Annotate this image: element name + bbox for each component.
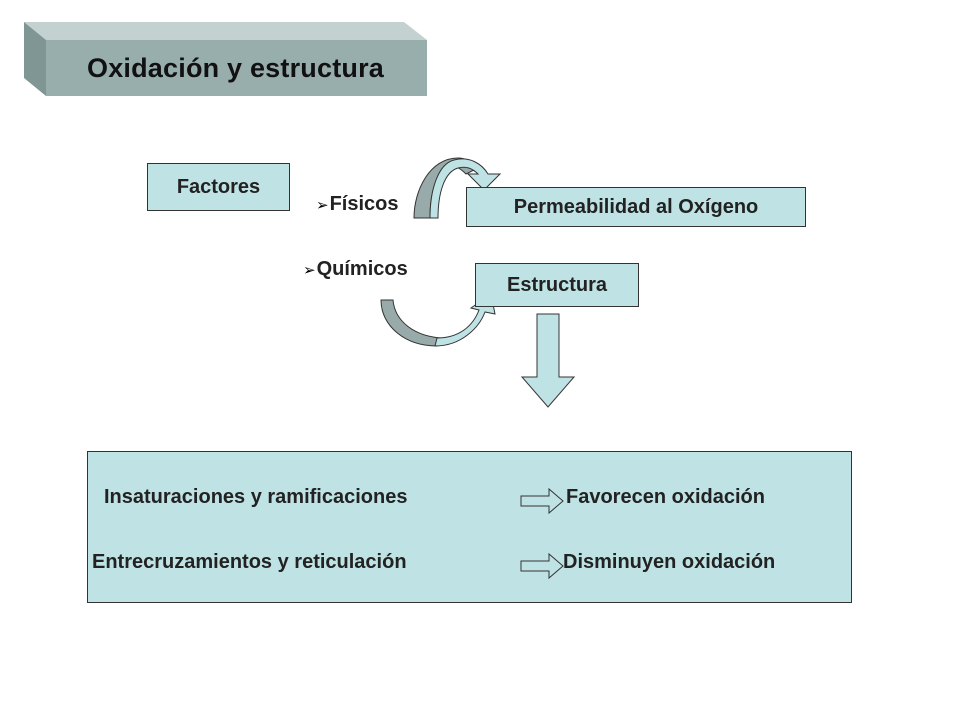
- results-box: Insaturaciones y ramificaciones Favorece…: [87, 451, 852, 603]
- result-cause-2: Entrecruzamientos y reticulación: [92, 551, 407, 573]
- bullet-item-fisicos: ➢ Físicos: [316, 190, 399, 218]
- right-arrow-icon: [520, 552, 564, 580]
- title-tab-side-bevel: [24, 22, 46, 96]
- arrow-bullet-icon: ➢: [303, 262, 316, 279]
- arrow-bullet-icon: ➢: [316, 197, 329, 214]
- down-arrow-icon: [520, 313, 576, 408]
- estructura-box: Estructura: [475, 263, 639, 307]
- bullet-item-quimicos: ➢ Químicos: [303, 255, 408, 283]
- title-tab: [24, 22, 427, 96]
- permeabilidad-label: Permeabilidad al Oxígeno: [513, 195, 759, 218]
- factores-label: Factores: [176, 175, 261, 198]
- permeabilidad-box: Permeabilidad al Oxígeno: [466, 187, 806, 227]
- page-title: Oxidación y estructura: [87, 52, 384, 83]
- curved-arrow-dark-band: [380, 299, 442, 347]
- bullet-label-fisicos: Físicos: [329, 192, 399, 215]
- result-effect-1: Favorecen oxidación: [566, 486, 765, 508]
- title-tab-face: [46, 40, 427, 96]
- factores-box: Factores: [147, 163, 290, 211]
- estructura-label: Estructura: [506, 273, 608, 296]
- result-cause-1: Insaturaciones y ramificaciones: [104, 486, 408, 508]
- title-tab-top-bevel: [24, 22, 427, 40]
- right-arrow-icon: [520, 487, 564, 515]
- bullet-label-quimicos: Químicos: [316, 257, 408, 280]
- result-effect-2: Disminuyen oxidación: [563, 551, 776, 573]
